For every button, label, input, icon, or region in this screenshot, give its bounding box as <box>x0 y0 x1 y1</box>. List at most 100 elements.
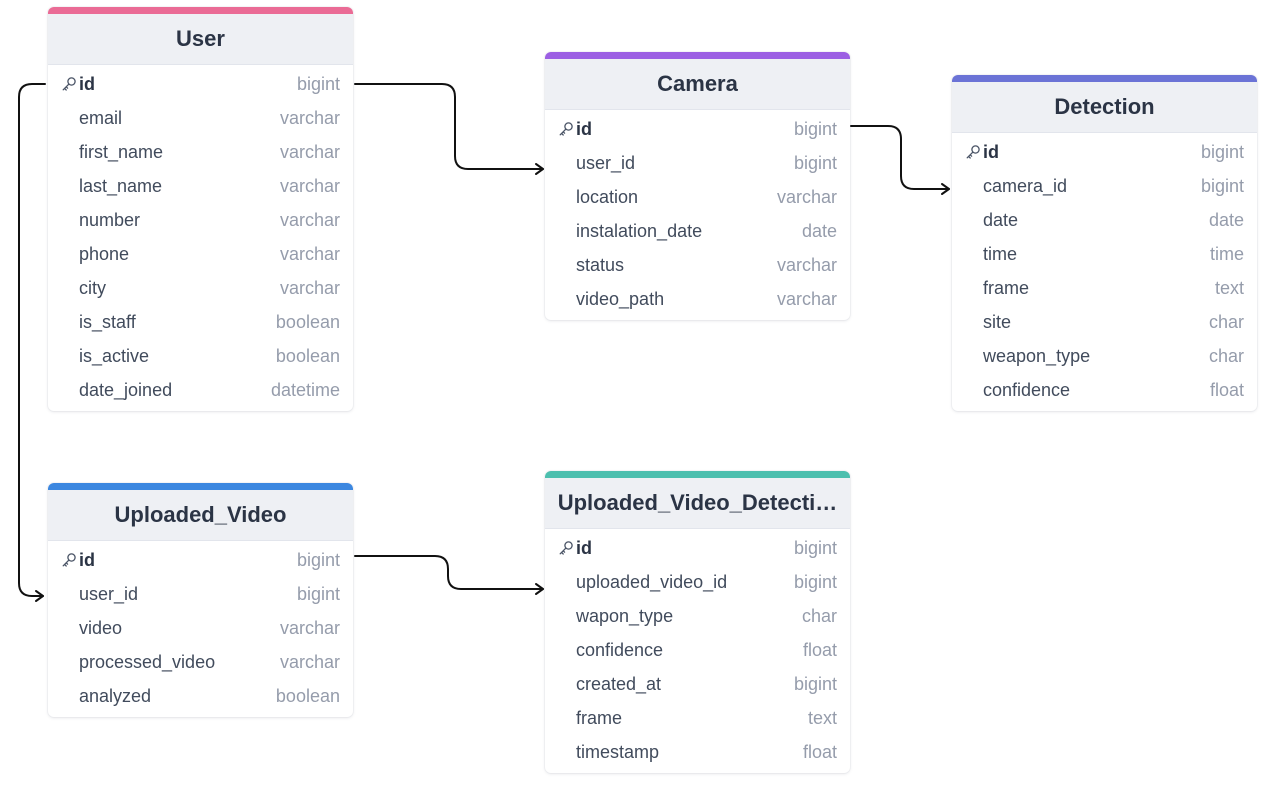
field-type: boolean <box>275 685 340 706</box>
field-type: bigint <box>793 118 837 139</box>
field-row[interactable]: wapon_type char <box>545 599 850 633</box>
key-icon <box>62 77 76 91</box>
table-uploaded-video-detection[interactable]: Uploaded_Video_Detecti… id bigint uploaded… <box>545 471 850 773</box>
field-name: status <box>576 254 625 275</box>
field-name: frame <box>983 277 1030 298</box>
field-type: varchar <box>279 107 340 128</box>
field-type: varchar <box>776 254 837 275</box>
connector-uploaded-video-to-detection[interactable] <box>354 555 544 590</box>
field-name: confidence <box>576 639 664 660</box>
field-row[interactable]: analyzed boolean <box>48 679 353 713</box>
table-accent-bar <box>952 75 1257 82</box>
table-title: Uploaded_Video_Detecti… <box>557 490 838 515</box>
field-type: bigint <box>1200 141 1244 162</box>
key-icon <box>966 145 980 159</box>
table-header[interactable]: User <box>48 14 353 65</box>
field-name: email <box>79 107 123 128</box>
key-cell <box>545 121 576 137</box>
field-type: time <box>1209 243 1244 264</box>
field-type: bigint <box>793 537 837 558</box>
field-row[interactable]: user_id bigint <box>545 146 850 180</box>
table-accent-bar <box>48 7 353 14</box>
field-row-primary-key[interactable]: id bigint <box>545 531 850 565</box>
field-name: city <box>79 277 106 298</box>
field-name: processed_video <box>79 651 216 672</box>
field-type: datetime <box>270 379 340 400</box>
key-icon <box>559 541 573 555</box>
field-type: varchar <box>279 209 340 230</box>
field-type: bigint <box>793 152 837 173</box>
field-name: id <box>79 549 95 570</box>
field-name: user_id <box>576 152 636 173</box>
field-name: instalation_date <box>576 220 703 241</box>
field-name: confidence <box>983 379 1071 400</box>
field-row[interactable]: site char <box>952 305 1257 339</box>
field-row[interactable]: timestamp float <box>545 735 850 769</box>
connector-user-to-uploaded-video[interactable] <box>18 83 46 597</box>
field-row[interactable]: first_name varchar <box>48 135 353 169</box>
connector-camera-to-detection[interactable] <box>850 125 950 190</box>
field-type: varchar <box>279 141 340 162</box>
field-name: wapon_type <box>576 605 674 626</box>
field-type: float <box>802 741 837 762</box>
field-type: date <box>801 220 837 241</box>
field-name: first_name <box>79 141 164 162</box>
field-row[interactable]: confidence float <box>545 633 850 667</box>
table-header[interactable]: Camera <box>545 59 850 110</box>
field-row[interactable]: video varchar <box>48 611 353 645</box>
table-header[interactable]: Uploaded_Video <box>48 490 353 541</box>
table-title: Uploaded_Video <box>114 502 287 527</box>
field-name: id <box>576 537 592 558</box>
field-type: bigint <box>793 673 837 694</box>
field-name: analyzed <box>79 685 152 706</box>
field-name: site <box>983 311 1012 332</box>
table-header[interactable]: Detection <box>952 82 1257 133</box>
field-row[interactable]: status varchar <box>545 248 850 282</box>
field-row[interactable]: instalation_date date <box>545 214 850 248</box>
field-type: varchar <box>279 617 340 638</box>
table-accent-bar <box>48 483 353 490</box>
field-type: char <box>1208 311 1244 332</box>
field-name: video <box>79 617 123 638</box>
arrowhead-camera-user-id <box>535 163 544 175</box>
field-type: char <box>1208 345 1244 366</box>
table-accent-bar <box>545 52 850 59</box>
field-type: char <box>801 605 837 626</box>
field-type: float <box>802 639 837 660</box>
connector-user-to-camera[interactable] <box>354 83 544 170</box>
field-row[interactable]: email varchar <box>48 101 353 135</box>
field-name: timestamp <box>576 741 660 762</box>
field-name: phone <box>79 243 130 264</box>
table-header[interactable]: Uploaded_Video_Detecti… <box>545 478 850 529</box>
